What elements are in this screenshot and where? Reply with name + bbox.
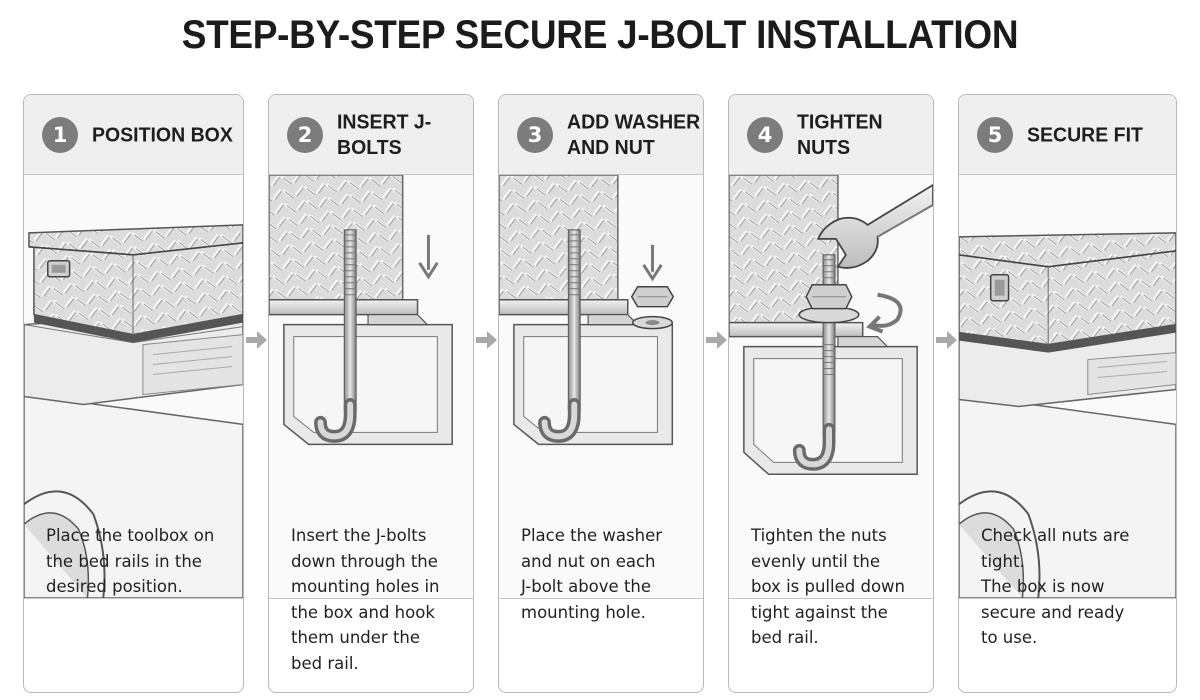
rotate-arrow-icon <box>866 292 903 334</box>
step-header-4: 4 TIGHTEN NUTS <box>729 95 933 175</box>
right-arrow-icon <box>476 331 497 349</box>
step-description: Tighten the nuts evenly until the box is… <box>751 526 905 647</box>
step-title: INSERT J-BOLTS <box>337 110 432 159</box>
step-title: POSITION BOX <box>92 122 233 147</box>
down-arrow-icon <box>418 234 439 280</box>
step-title: SECURE FIT <box>1027 122 1143 147</box>
step-header-3: 3 ADD WASHER AND NUT <box>499 95 703 175</box>
right-arrow-icon <box>936 331 957 349</box>
step-number-badge: 2 <box>287 116 323 153</box>
right-arrow-icon <box>246 331 267 349</box>
illustration-insert-j-bolts <box>269 175 473 599</box>
step-number-badge: 5 <box>977 116 1013 153</box>
step-title: ADD WASHER AND NUT <box>567 110 701 159</box>
step-description: Check all nuts are tight. The box is now… <box>981 526 1130 647</box>
step-number-badge: 1 <box>42 116 78 153</box>
right-arrow-icon <box>706 331 727 349</box>
step-number-badge: 3 <box>517 116 553 153</box>
step-header-1: 1 POSITION BOX <box>24 95 243 175</box>
step-panel-3: 3 ADD WASHER AND NUT Place the washer <box>498 94 704 693</box>
illustration-secure-fit <box>959 175 1176 599</box>
step-panel-4: 4 TIGHTEN NUTS Tighten t <box>728 94 934 693</box>
step-description: Place the toolbox on the bed rails in th… <box>46 526 215 596</box>
illustration-tighten-nuts <box>729 175 933 599</box>
step-panel-1: 1 POSITION BOX Place the toolbox on the … <box>23 94 244 693</box>
step-header-2: 2 INSERT J-BOLTS <box>269 95 473 175</box>
down-arrow-icon <box>642 244 663 282</box>
step-title: TIGHTEN NUTS <box>797 110 883 159</box>
step-header-5: 5 SECURE FIT <box>959 95 1176 175</box>
step-panel-5: 5 SECURE FIT Check all nuts are tight. T… <box>958 94 1177 693</box>
illustration-position-box <box>24 175 243 599</box>
step-panel-2: 2 INSERT J-BOLTS Insert the J-bolts down… <box>268 94 474 693</box>
step-description: Insert the J-bolts down through the moun… <box>291 526 440 673</box>
illustration-add-washer-and-nut <box>499 175 703 599</box>
step-description: Place the washer and nut on each J-bolt … <box>521 526 663 622</box>
step-number-badge: 4 <box>747 116 783 153</box>
page-title: STEP-BY-STEP SECURE J-BOLT INSTALLATION <box>181 12 1019 57</box>
